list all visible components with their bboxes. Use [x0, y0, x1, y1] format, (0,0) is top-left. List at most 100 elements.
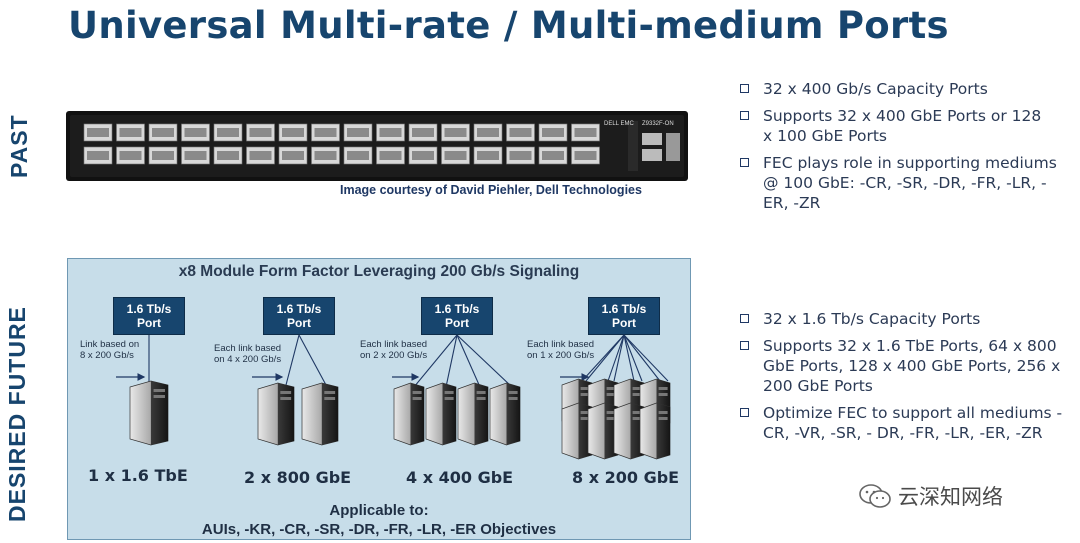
server-drive-bay	[508, 397, 518, 400]
server-drive-bay	[476, 397, 486, 400]
connection-diagram	[116, 334, 671, 460]
group-caption: 1 x 1.6 TbE	[88, 466, 188, 485]
server-drive-bay	[606, 411, 616, 414]
link-line	[298, 334, 327, 386]
switch-port-cage	[87, 151, 109, 160]
switch-port-cage	[412, 128, 434, 137]
group-caption: 8 x 200 GbE	[572, 468, 680, 487]
port-box-label: Port	[137, 316, 161, 330]
switch-image: DELL EMC Z9332F-ON	[66, 111, 688, 181]
port-box-rate: 1.6 Tb/s	[601, 302, 647, 316]
switch-port-cage	[542, 151, 564, 160]
server-tower-icon	[587, 402, 619, 460]
server-tower-icon	[613, 402, 645, 460]
switch-port-cage	[574, 128, 597, 137]
switch-port-cage	[444, 128, 467, 137]
server-tower-icon	[561, 402, 593, 460]
server-tower-icon	[489, 382, 521, 446]
switch-port-cage	[152, 128, 174, 137]
server-drive-bay	[580, 393, 590, 396]
link-line	[623, 334, 661, 382]
server-drive-bay	[153, 395, 165, 398]
module-diagram-panel: x8 Module Form Factor Leveraging 200 Gb/…	[67, 258, 691, 540]
checkbox-bullet-icon	[740, 408, 749, 417]
bullet-text: Supports 32 x 1.6 TbE Ports, 64 x 800 Gb…	[763, 337, 1061, 395]
bullet-item: FEC plays role in supporting mediums @ 1…	[740, 153, 1070, 213]
switch-port-cage	[444, 151, 467, 160]
server-drive-bay	[632, 387, 642, 390]
switch-port-cage	[249, 151, 272, 160]
watermark-text: 云深知网络	[898, 485, 1003, 509]
link-label-line: 8 x 200 Gb/s	[80, 350, 134, 361]
server-drive-bay	[580, 411, 590, 414]
server-tower-icon	[639, 402, 671, 460]
switch-port-cage	[509, 151, 532, 160]
switch-port-cage	[217, 128, 239, 137]
switch-port-cage	[184, 151, 207, 160]
server-drive-bay	[606, 387, 616, 390]
switch-port-cage	[152, 151, 174, 160]
link-line	[623, 334, 643, 382]
applicable-objectives: AUIs, -KR, -CR, -SR, -DR, -FR, -LR, -ER …	[201, 521, 557, 538]
server-drive-bay	[476, 391, 486, 394]
server-tower-icon	[393, 382, 425, 446]
server-tower-icon	[425, 382, 457, 446]
port-box-rate: 1.6 Tb/s	[126, 302, 172, 316]
switch-port-cage	[119, 128, 142, 137]
bullet-item: 32 x 1.6 Tb/s Capacity Ports	[740, 309, 1080, 329]
link-line	[456, 334, 513, 388]
switch-port-cage	[184, 128, 207, 137]
server-drive-bay	[444, 391, 454, 394]
server-drive-bay	[632, 393, 642, 396]
checkbox-bullet-icon	[740, 84, 749, 93]
server-drive-bay	[444, 397, 454, 400]
group-caption: 4 x 400 GbE	[406, 468, 514, 487]
bullet-item: Supports 32 x 1.6 TbE Ports, 64 x 800 Gb…	[740, 336, 1080, 396]
port-box-label: Port	[612, 316, 636, 330]
port-box-rate: 1.6 Tb/s	[276, 302, 322, 316]
switch-port-cage	[379, 151, 402, 160]
server-drive-bay	[606, 417, 616, 420]
checkbox-bullet-icon	[740, 158, 749, 167]
past-label: PAST	[6, 114, 32, 178]
switch-port-cage	[347, 128, 369, 137]
port-box-label: Port	[287, 316, 311, 330]
desired-future-label: DESIRED FUTURE	[4, 306, 30, 522]
switch-port-cage	[282, 151, 304, 160]
server-drive-bay	[153, 389, 165, 392]
bullet-item: Supports 32 x 400 GbE Ports or 128 x 100…	[740, 106, 1070, 146]
port-box-rate: 1.6 Tb/s	[434, 302, 480, 316]
checkbox-bullet-icon	[740, 111, 749, 120]
switch-port-cage	[412, 151, 434, 160]
link-line	[285, 334, 300, 386]
bullet-text: Supports 32 x 400 GbE Ports or 128 x 100…	[763, 107, 1042, 145]
switch-port-cage	[119, 151, 142, 160]
port-box-label: Port	[445, 316, 469, 330]
server-drive-bay	[658, 417, 668, 420]
link-line	[456, 334, 481, 388]
switch-port-cage	[509, 128, 532, 137]
link-line	[607, 334, 625, 382]
link-label-line: on 2 x 200 Gb/s	[360, 350, 428, 361]
link-label-line: Each link based	[214, 343, 282, 354]
server-drive-bay	[324, 397, 336, 400]
server-drive-bay	[632, 417, 642, 420]
switch-port-cage	[477, 128, 499, 137]
switch-port-cage	[314, 151, 337, 160]
wechat-icon	[859, 484, 891, 508]
bullet-text: Optimize FEC to support all mediums - CR…	[763, 404, 1063, 442]
server-drive-bay	[580, 417, 590, 420]
future-bullet-list: 32 x 1.6 Tb/s Capacity Ports Supports 32…	[740, 309, 1080, 450]
link-line	[623, 334, 635, 382]
server-drive-bay	[280, 391, 292, 394]
switch-port-cage	[249, 128, 272, 137]
bullet-item: 32 x 400 Gb/s Capacity Ports	[740, 79, 1070, 99]
link-line	[613, 334, 625, 382]
server-drive-bay	[280, 397, 292, 400]
applicable-heading: Applicable to:	[329, 502, 429, 519]
